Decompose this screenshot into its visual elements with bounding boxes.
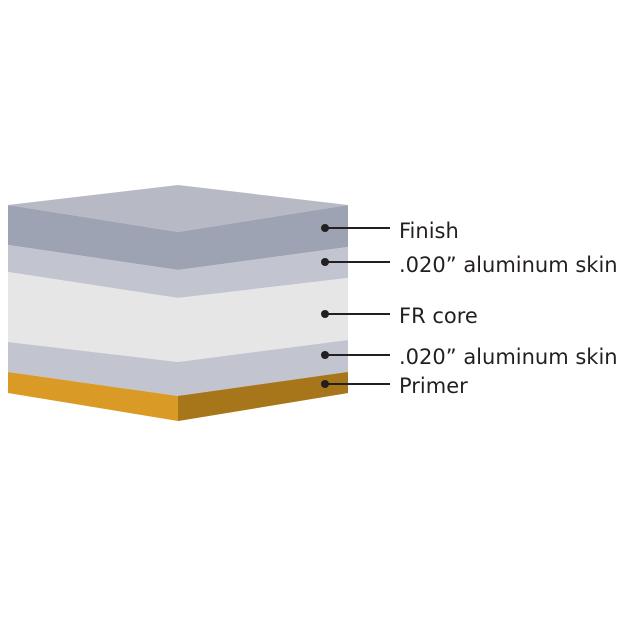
- label-primer: Primer: [399, 374, 468, 398]
- aluminum-skin-bottom-layer: [8, 340, 348, 396]
- leader-aluminum-skin-top: [321, 258, 390, 266]
- label-aluminum-skin-top: .020” aluminum skin: [399, 253, 618, 277]
- primer-layer-side-shade: [178, 372, 348, 421]
- label-aluminum-skin-bottom: .020” aluminum skin: [399, 345, 618, 369]
- leader-finish: [321, 224, 390, 232]
- fr-core-layer: [8, 272, 348, 362]
- block-top-face: [8, 185, 348, 232]
- finish-layer: [8, 205, 348, 270]
- leader-fr-core: [321, 310, 390, 318]
- label-finish: Finish: [399, 219, 459, 243]
- aluminum-skin-top-layer: [8, 245, 348, 298]
- label-fr-core: FR core: [399, 304, 478, 328]
- leader-aluminum-skin-bottom: [321, 351, 390, 359]
- leader-primer: [321, 380, 390, 388]
